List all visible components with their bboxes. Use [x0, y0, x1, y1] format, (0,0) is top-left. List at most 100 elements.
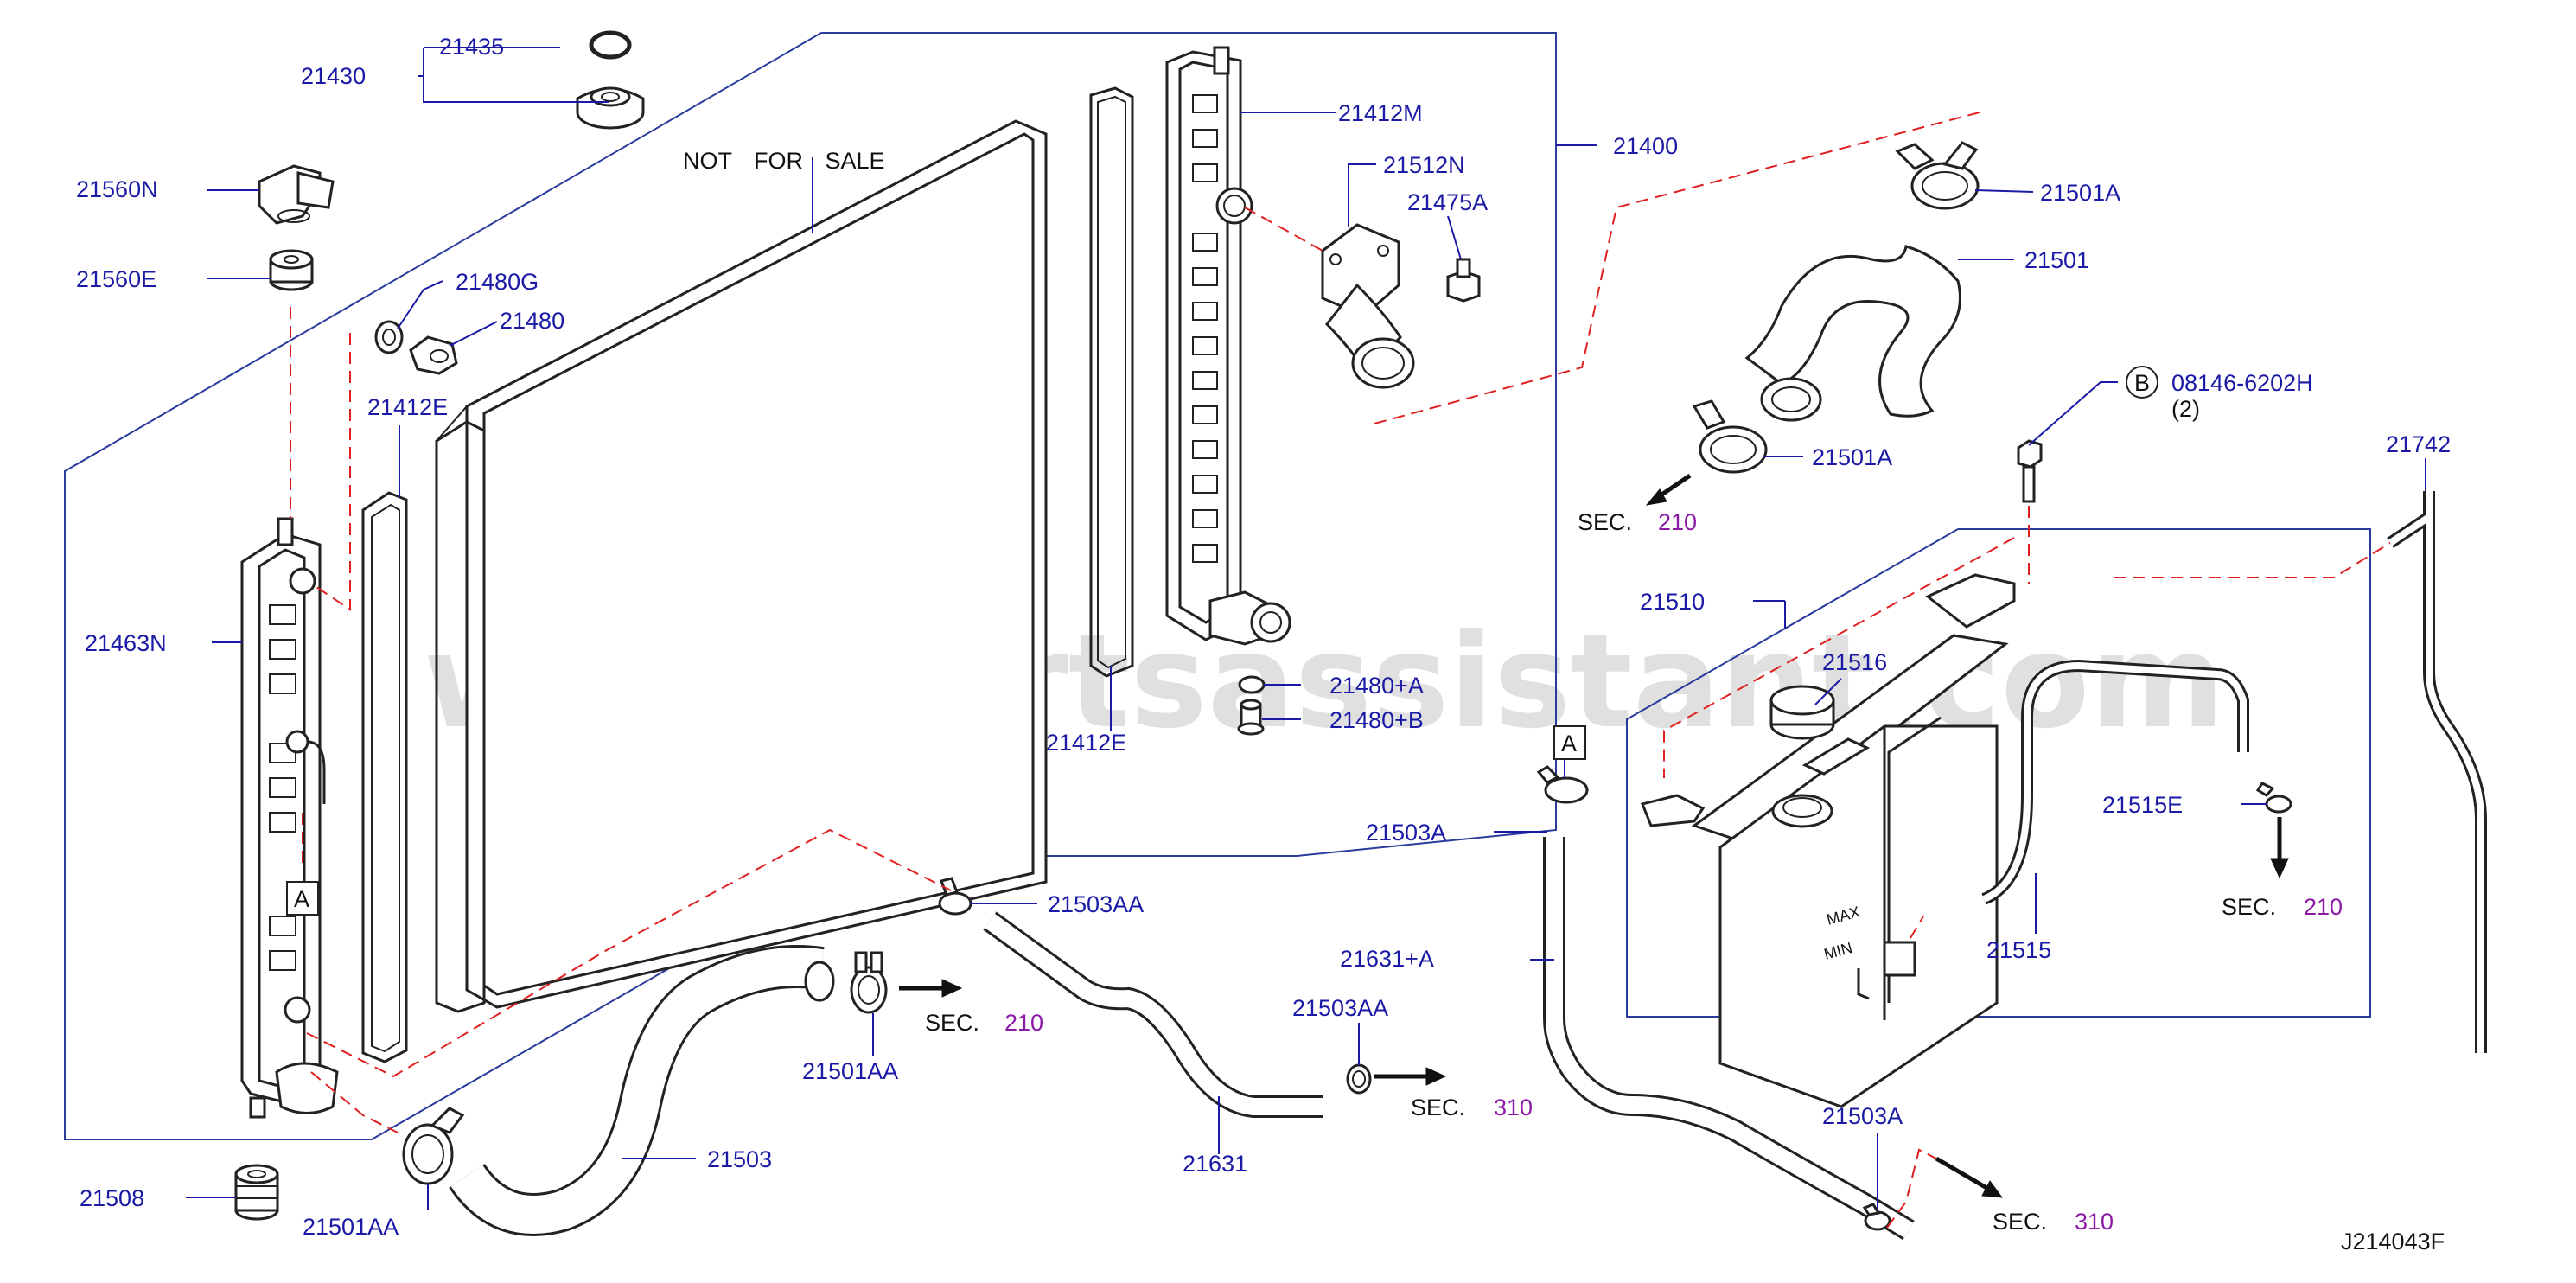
sec-number-210-reservoir: 210 — [2304, 894, 2343, 920]
sec-label-reservoir: SEC. — [2222, 894, 2276, 920]
cap-seal-ring — [589, 30, 632, 60]
bolt-21475A — [1446, 258, 1481, 303]
hose-clamp-21503AA-mid — [1346, 1063, 1372, 1095]
label-21463N: 21463N — [85, 630, 167, 656]
sec-arrow-mid — [899, 979, 963, 998]
label-21501A-top: 21501A — [2040, 180, 2120, 206]
ref-line-bottom-hose — [306, 828, 952, 1078]
radiator-core — [435, 119, 1048, 1013]
sec-number-310-heater: 310 — [1494, 1095, 1533, 1120]
label-21412M: 21412M — [1338, 100, 1423, 126]
sec-label-heater: SEC. — [1411, 1095, 1465, 1120]
sec-label-lower-right: SEC. — [1993, 1209, 2047, 1235]
hose-clamp-21503A-bottom — [1862, 1203, 1891, 1231]
assembly-outline-21400 — [64, 32, 1557, 1140]
label-21516: 21516 — [1822, 649, 1887, 675]
label-21510: 21510 — [1640, 589, 1705, 615]
ref-line-plug — [310, 333, 351, 611]
hose-clamp-21503A-top — [1536, 765, 1589, 804]
label-21503A-top: 21503A — [1366, 820, 1446, 846]
label-21430: 21430 — [301, 63, 366, 89]
diagram-code: J214043F — [2341, 1229, 2445, 1254]
ref-line-tank-right — [2114, 542, 2391, 578]
label-21501AA-bottom: 21501AA — [303, 1214, 399, 1240]
reservoir-cap-21516 — [1769, 685, 1835, 740]
plug-21480 — [409, 335, 458, 375]
label-21503AA-mid: 21503AA — [1292, 995, 1388, 1021]
overflow-hose-21742 — [2387, 491, 2487, 1053]
label-21412E-left: 21412E — [367, 394, 448, 420]
bolt-08146 — [2017, 439, 2043, 503]
hose-clamp-21501A-mid — [1692, 399, 1768, 474]
label-21480A: 21480+A — [1329, 673, 1424, 699]
reservoir-tank-21510: MAX MIN — [1640, 573, 2016, 1108]
marker-b-circle: B — [2126, 366, 2158, 399]
upper-hose-21501 — [1744, 245, 1961, 422]
label-21480G: 21480G — [456, 269, 539, 295]
label-21435: 21435 — [439, 34, 504, 60]
clip-21515E — [2255, 782, 2292, 814]
label-21560N: 21560N — [76, 176, 158, 202]
marker-a-right: A — [1553, 725, 1586, 760]
right-tank-gasket — [1089, 86, 1134, 678]
sec-arrow-lower-right — [1935, 1156, 2004, 1198]
label-21501A-mid: 21501A — [1812, 444, 1892, 470]
label-21503: 21503 — [707, 1146, 772, 1172]
washer-21480G — [374, 320, 404, 354]
right-tank-21412M — [1165, 46, 1291, 646]
label-21560E: 21560E — [76, 266, 156, 292]
left-tank-21463N — [240, 517, 339, 1119]
label-21501: 21501 — [2024, 247, 2089, 273]
drain-plug-21508 — [234, 1164, 279, 1221]
label-21475A: 21475A — [1407, 189, 1488, 215]
label-21480B: 21480+B — [1329, 707, 1424, 733]
marker-a-left: A — [286, 881, 319, 916]
label-21515E: 21515E — [2102, 792, 2183, 818]
label-21742: 21742 — [2386, 431, 2451, 457]
ref-line-hose-21503A — [1886, 1148, 1937, 1229]
label-21412E-right: 21412E — [1046, 730, 1126, 756]
sec-arrow-upper — [1645, 473, 1692, 506]
label-21515: 21515 — [1986, 937, 2051, 963]
label-21503AA-top: 21503AA — [1048, 891, 1144, 917]
sec-arrow-reservoir — [2270, 817, 2289, 879]
leader-lines — [186, 47, 2426, 1210]
ref-line-21515 — [1910, 916, 1924, 939]
label-21503A-bottom: 21503A — [1822, 1103, 1903, 1129]
label-08146-6202H: 08146-6202H — [2171, 370, 2313, 396]
plug-21480B — [1237, 699, 1265, 736]
svg-text:A: A — [1561, 731, 1577, 756]
sec-number-310-lower-right: 310 — [2075, 1209, 2114, 1235]
sec-label-upper: SEC. — [1578, 509, 1632, 535]
ref-line-outlet — [1244, 207, 1323, 252]
sec-label-mid: SEC. — [925, 1010, 979, 1036]
label-21631A: 21631+A — [1340, 946, 1434, 972]
sec-number-210-mid: 210 — [1004, 1010, 1043, 1036]
sec-arrow-heater — [1374, 1067, 1447, 1086]
not-for-sale-note: NOT FOR SALE — [683, 148, 885, 174]
hose-clamp-21501A-top — [1895, 141, 1980, 210]
label-21508: 21508 — [80, 1185, 144, 1211]
label-21480: 21480 — [500, 308, 564, 334]
label-21400: 21400 — [1613, 133, 1678, 159]
washer-21480A — [1238, 675, 1266, 694]
ref-line-tank-left — [1663, 537, 2015, 778]
reservoir-box-outline — [1626, 528, 2371, 1018]
ref-line-lower-hose — [310, 1071, 399, 1133]
label-21512N: 21512N — [1383, 152, 1465, 178]
water-outlet-21512N — [1321, 223, 1415, 389]
ref-line-upper-hose — [1374, 112, 1980, 424]
hose-clamp-21501AA-lower — [402, 1107, 465, 1185]
sec-number-210-upper: 210 — [1658, 509, 1697, 535]
left-tank-gasket — [361, 491, 408, 1063]
drain-cock — [258, 164, 335, 225]
label-08146-qty: (2) — [2171, 396, 2200, 422]
svg-text:B: B — [2134, 370, 2150, 396]
label-21501AA-mid: 21501AA — [802, 1058, 898, 1084]
radiator-cap — [576, 86, 645, 130]
svg-text:A: A — [294, 886, 309, 912]
hose-clamp-21501AA-mid — [850, 951, 888, 1014]
label-21631: 21631 — [1183, 1151, 1247, 1177]
drain-plug-seal — [269, 249, 314, 291]
